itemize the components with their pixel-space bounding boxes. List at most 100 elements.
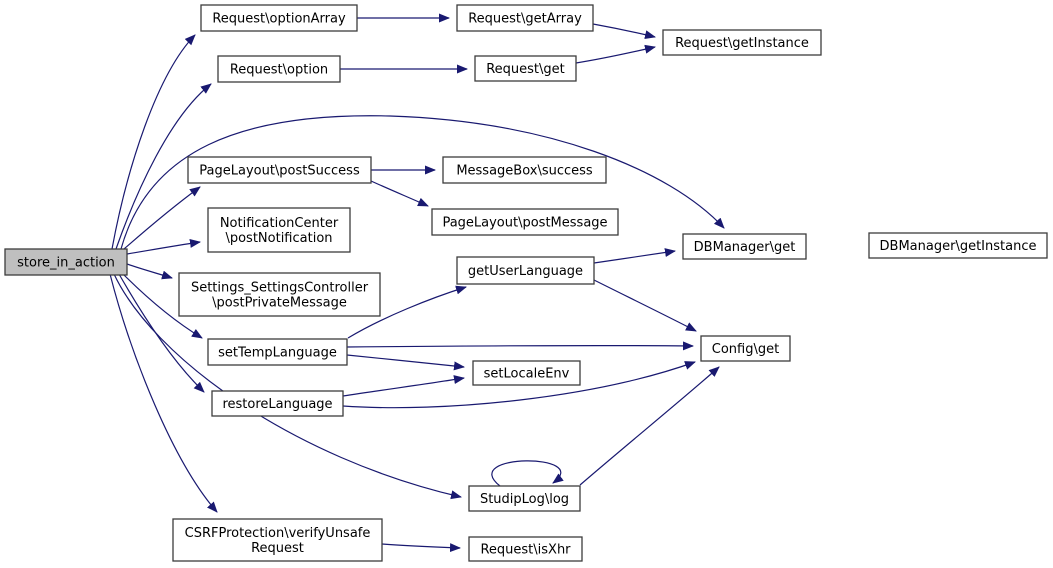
edge-setTempLanguage-to-getUserLanguage [347,285,467,339]
node-box-dbmanager_getInstance[interactable] [868,232,1048,259]
edges-layer [109,13,725,553]
node-label-request_isXhr: Request\isXhr [480,543,571,558]
node-label-line: Settings_SettingsController [191,281,369,296]
node-label-line: Request\getArray [468,12,582,27]
node-request_optionArray[interactable]: Request\optionArray [200,4,358,32]
node-label-pagelayout_postMessage: PageLayout\postMessage [442,216,607,231]
node-label-restoreLanguage: restoreLanguage [222,397,332,412]
node-label-request_getInstance: Request\getInstance [675,36,809,51]
node-label-line: setLocaleEnv [484,367,570,382]
node-pagelayout_postSuccess[interactable]: PageLayout\postSuccess [187,156,372,184]
node-box-pagelayout_postSuccess[interactable] [187,156,372,184]
node-request_get[interactable]: Request\get [474,55,577,82]
node-label-dbmanager_getInstance: DBManager\getInstance [880,239,1037,254]
edge-csrfprotection_verifyUnsafeRequest-to-request_isXhr [381,543,461,553]
node-label-line: Config\get [712,342,779,357]
node-box-pagelayout_postMessage[interactable] [431,208,619,236]
node-label-line: StudipLog\log [480,492,569,507]
node-label-line: DBManager\get [694,240,796,255]
node-setLocaleEnv[interactable]: setLocaleEnv [472,360,581,386]
edge-pagelayout_postSuccess-to-pagelayout_postMessage [370,180,429,207]
node-label-line: Request\optionArray [212,12,346,27]
edge-studiplog_log-to-studiplog_log [491,460,564,487]
node-box-setTempLanguage[interactable] [207,338,348,366]
node-box-dbmanager_get[interactable] [682,233,807,260]
node-box-request_getInstance[interactable] [662,29,822,56]
node-box-studiplog_log[interactable] [468,485,581,512]
edge-getUserLanguage-to-dbmanager_get [593,248,676,264]
edge-setTempLanguage-to-setLocaleEnv [346,354,465,371]
node-label-studiplog_log: StudipLog\log [480,492,569,507]
node-label-getUserLanguage: getUserLanguage [468,264,583,279]
node-label-line: store_in_action [17,256,115,271]
node-label-messagebox_success: MessageBox\success [456,164,593,179]
node-box-config_get[interactable] [700,335,791,362]
edge-studiplog_log-to-config_get [579,366,720,486]
node-label-line: PageLayout\postSuccess [199,164,360,179]
edge-request_get-to-request_getInstance [575,44,656,64]
node-label-config_get: Config\get [712,342,779,357]
node-label-store_in_action: store_in_action [17,256,115,271]
node-label-line: CSRFProtection\verifyUnsafe [185,526,371,541]
node-box-setLocaleEnv[interactable] [472,360,581,386]
node-label-line: DBManager\getInstance [880,239,1037,254]
node-label-line: Request\option [230,63,328,78]
node-label-line: Request [251,541,304,556]
node-box-request_isXhr[interactable] [468,536,583,562]
node-box-notificationcenter_postNotification[interactable] [207,207,351,253]
node-settings_settingscontroller_postPrivateMessage[interactable]: Settings_SettingsController\postPrivateM… [178,272,381,317]
edge-setTempLanguage-to-config_get [346,341,694,351]
node-box-settings_settingscontroller_postPrivateMessage[interactable] [178,272,381,317]
node-pagelayout_postMessage[interactable]: PageLayout\postMessage [431,208,619,236]
node-label-line: \postNotification [225,231,332,246]
node-label-line: \postPrivateMessage [212,296,347,311]
node-request_option[interactable]: Request\option [217,55,341,83]
node-box-request_option[interactable] [217,55,341,83]
node-box-request_optionArray[interactable] [200,4,358,32]
edge-store_in_action-to-request_optionArray [111,34,196,250]
node-label-request_option: Request\option [230,63,328,78]
node-dbmanager_getInstance[interactable]: DBManager\getInstance [868,232,1048,259]
node-setTempLanguage[interactable]: setTempLanguage [207,338,348,366]
edge-store_in_action-to-setTempLanguage [122,273,203,339]
node-restoreLanguage[interactable]: restoreLanguage [211,390,344,417]
node-label-line: NotificationCenter [220,216,339,231]
node-request_getArray[interactable]: Request\getArray [456,4,594,32]
node-dbmanager_get[interactable]: DBManager\get [682,233,807,260]
node-box-messagebox_success[interactable] [442,156,607,184]
node-studiplog_log[interactable]: StudipLog\log [468,485,581,512]
edge-store_in_action-to-request_option [115,83,212,250]
node-config_get[interactable]: Config\get [700,335,791,362]
edge-store_in_action-to-pagelayout_postSuccess [123,186,201,250]
node-notificationcenter_postNotification[interactable]: NotificationCenter\postNotification [207,207,351,253]
node-label-request_getArray: Request\getArray [468,12,582,27]
node-store_in_action: store_in_action [4,248,128,276]
node-box-request_getArray[interactable] [456,4,594,32]
edge-store_in_action-to-restoreLanguage [118,273,205,393]
edge-request_getArray-to-request_getInstance [592,23,656,40]
node-box-getUserLanguage[interactable] [456,256,595,285]
edge-getUserLanguage-to-config_get [593,279,697,332]
node-box-restoreLanguage[interactable] [211,390,344,417]
node-messagebox_success[interactable]: MessageBox\success [442,156,607,184]
edge-store_in_action-to-notificationcenter_postNotification [126,239,201,255]
edge-store_in_action-to-csrfprotection_verifyUnsafeRequest [109,273,218,513]
node-box-csrfprotection_verifyUnsafeRequest[interactable] [172,518,383,562]
node-request_isXhr[interactable]: Request\isXhr [468,536,583,562]
node-label-settings_settingscontroller_postPrivateMessage: Settings_SettingsController\postPrivateM… [191,281,369,311]
node-label-line: restoreLanguage [222,397,332,412]
edge-store_in_action-to-settings_settingscontroller_postPrivateMessage [126,263,173,280]
edge-restoreLanguage-to-config_get [342,361,696,409]
node-getUserLanguage[interactable]: getUserLanguage [456,256,595,285]
node-request_getInstance[interactable]: Request\getInstance [662,29,822,56]
node-box-request_get[interactable] [474,55,577,82]
node-label-line: Request\get [486,62,565,77]
node-label-notificationcenter_postNotification: NotificationCenter\postNotification [220,216,339,246]
node-label-request_optionArray: Request\optionArray [212,12,346,27]
node-label-line: PageLayout\postMessage [442,216,607,231]
